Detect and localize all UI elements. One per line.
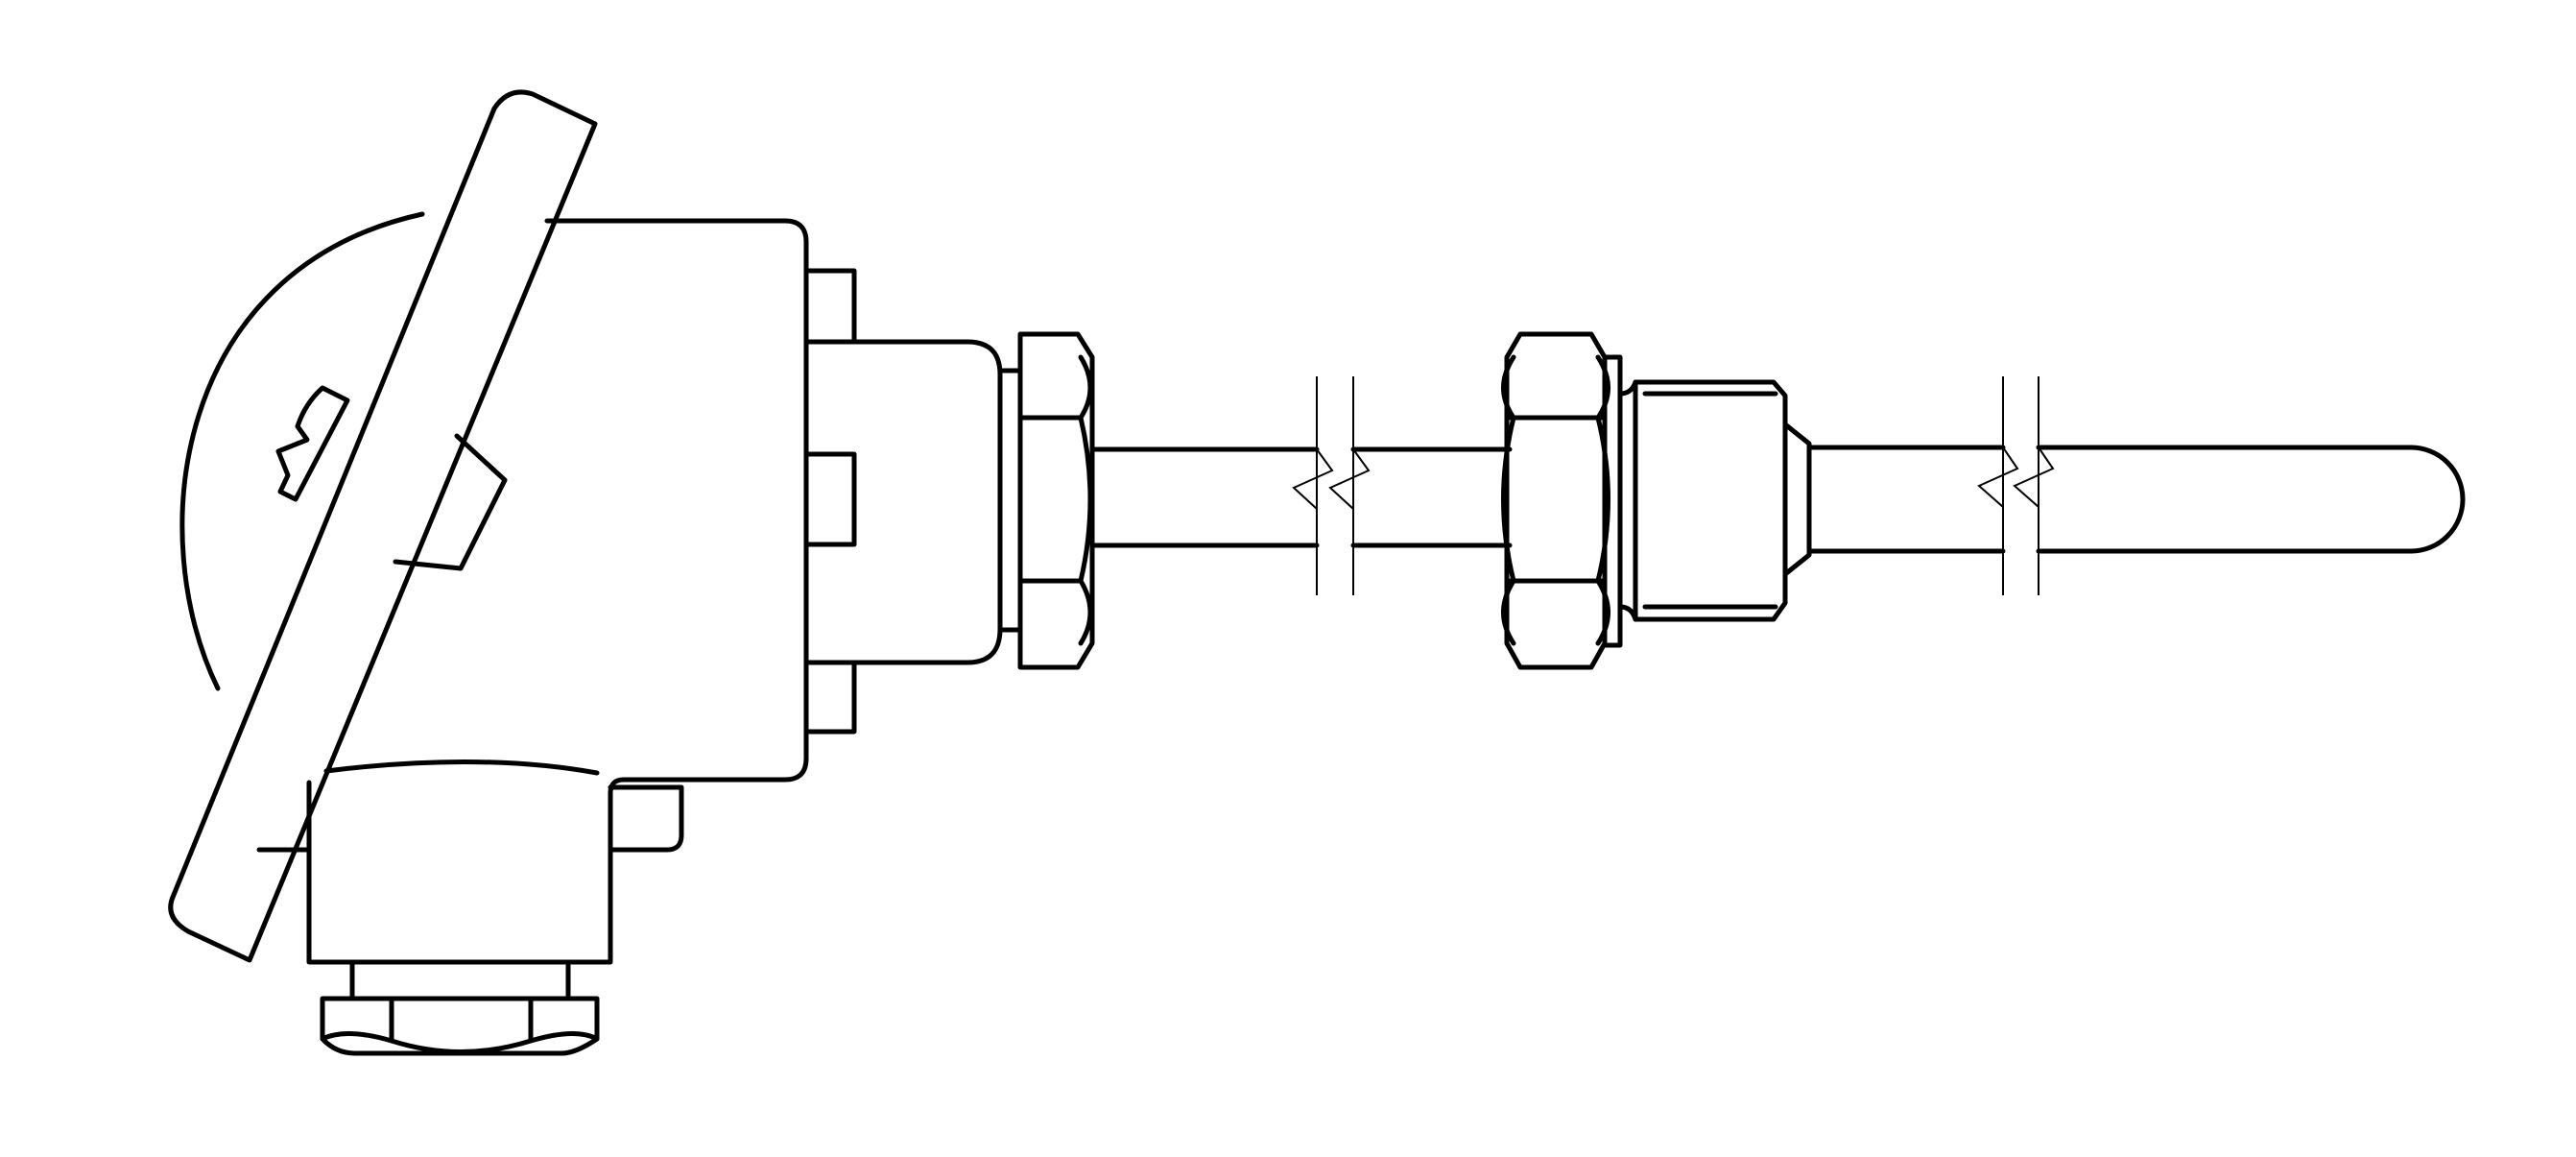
sheath-tip <box>2408 445 2466 554</box>
lid-screw <box>275 385 508 571</box>
head-body <box>256 218 809 965</box>
break-symbol-extension <box>1292 376 1371 595</box>
cable-gland-nut <box>320 959 600 1056</box>
neck-adapter <box>997 368 1023 633</box>
head-dome <box>179 211 425 691</box>
extension-tube <box>1089 446 1513 548</box>
threaded-fitting <box>1617 379 1812 622</box>
process-fitting-hex <box>1501 331 1623 670</box>
sheath <box>1806 445 2414 554</box>
conduit-neck <box>803 268 1003 735</box>
break-symbol-sheath <box>1977 376 2055 595</box>
extension-hex-nut <box>1017 331 1095 670</box>
head-lid <box>168 89 598 963</box>
